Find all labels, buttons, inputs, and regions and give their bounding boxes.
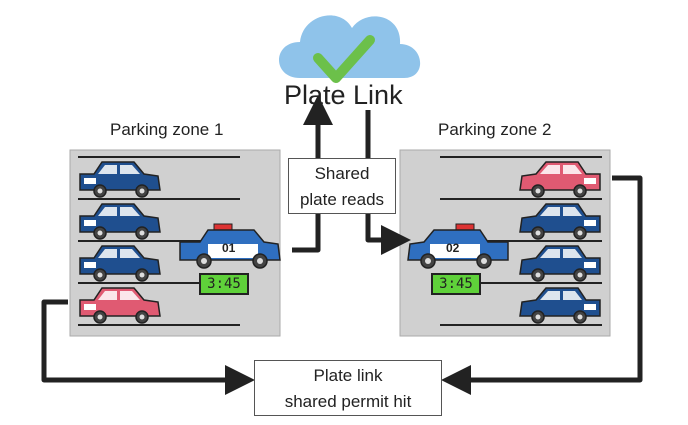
center-box-line-2: plate reads — [299, 190, 385, 209]
zone-1-label: Parking zone 1 — [110, 120, 224, 139]
bottom-box-line-1: Plate link — [313, 366, 383, 385]
arrow-zone1-to-bottom — [41, 299, 255, 395]
zone-2-car-3 — [519, 245, 601, 282]
zone-2-timer — [431, 273, 481, 295]
zone-1-car-3 — [79, 245, 161, 282]
arrow-zone1-to-cloud — [292, 95, 333, 253]
cloud-icon — [279, 15, 421, 78]
shared-plate-reads-box: Shared plate reads — [288, 158, 396, 214]
patrol-car-2 — [407, 223, 509, 269]
bottom-box-line-2: shared permit hit — [284, 392, 412, 411]
parking-lines-zone-1 — [78, 156, 240, 326]
cars-layer — [79, 161, 601, 324]
patrol-car-1-number: 01 — [222, 241, 236, 255]
patrol-car-2-number: 02 — [446, 241, 460, 255]
zone-2-car-4 — [519, 287, 601, 324]
zone-2-label: Parking zone 2 — [438, 120, 552, 139]
arrows — [41, 95, 643, 395]
patrol-car-1 — [179, 223, 281, 269]
zone-1-car-2 — [79, 203, 161, 240]
zone-2-timer-text: 3:45 — [439, 276, 473, 292]
zone-2-car-1 — [519, 161, 601, 198]
checkmark-icon — [313, 35, 375, 83]
plate-link-hit-box: Plate link shared permit hit — [254, 360, 442, 416]
center-box-line-1: Shared — [314, 164, 370, 183]
zone-1-timer-text: 3:45 — [207, 276, 241, 292]
zone-2-car-2 — [519, 203, 601, 240]
arrow-cloud-to-zone2 — [365, 110, 411, 255]
cloud-title: Plate Link — [284, 80, 403, 110]
zone-1-car-4 — [79, 287, 161, 324]
zone-1-timer — [199, 273, 249, 295]
zone-1-car-1 — [79, 161, 161, 198]
arrow-zone2-to-bottom — [441, 175, 643, 395]
